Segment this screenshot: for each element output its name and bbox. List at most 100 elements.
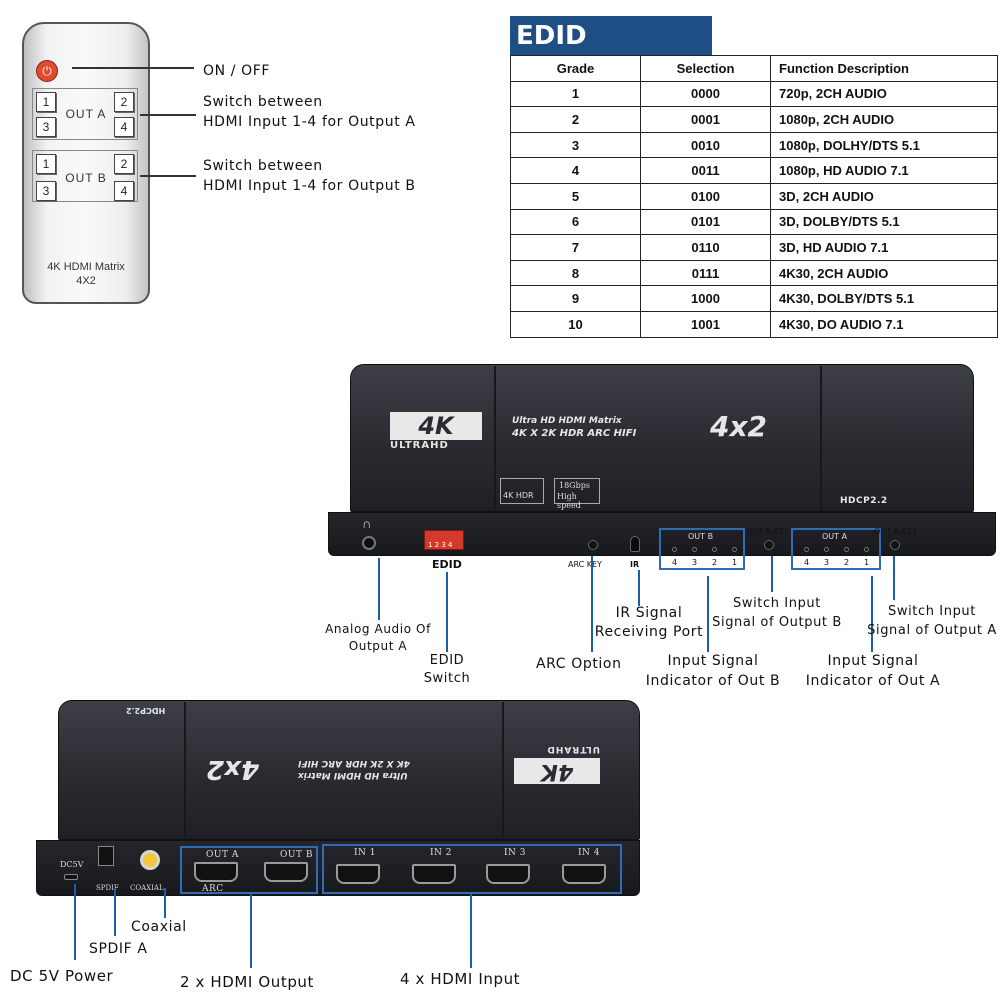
remote-out-b-button-1[interactable]: 1 — [36, 154, 56, 174]
front-4k-logo: 4K — [390, 412, 482, 440]
edid-cell-selection: 0100 — [640, 182, 771, 210]
remote-out-b-button-4[interactable]: 4 — [114, 181, 134, 201]
remote-out-b-label: OUT B — [65, 171, 107, 185]
remote-out-b-group: 1 2 3 4 OUT B — [32, 150, 138, 202]
back-product-line2: 4K X 2K HDR ARC HIFI — [298, 758, 410, 768]
remote-out-b-button-3[interactable]: 3 — [36, 181, 56, 201]
hdmi-input-2-port[interactable] — [412, 864, 456, 884]
edid-cell-selection: 0011 — [640, 157, 771, 184]
back-out-a-label: OUT A — [206, 850, 239, 860]
callout-line-switch-b — [771, 556, 773, 592]
callout-input-b-line1: Input Signal — [667, 653, 759, 669]
dc-power-port[interactable] — [64, 874, 78, 880]
callout-switch-b-line1: Switch Input — [733, 596, 821, 611]
callout-analog-audio-line2: Output A — [348, 639, 408, 653]
out-a-key-button[interactable] — [890, 540, 900, 550]
remote-out-a-button-1[interactable]: 1 — [36, 92, 56, 112]
hdmi-output-b-port[interactable] — [264, 862, 308, 882]
remote-out-a-button-4[interactable]: 4 — [114, 117, 134, 137]
front-ultrahd-label: ULTRAHD — [390, 440, 449, 451]
back-coaxial-label: COAXIAL — [130, 884, 164, 892]
callout-line-input-b — [707, 576, 709, 652]
remote-out-a-button-2[interactable]: 2 — [114, 92, 134, 112]
edid-dip-switch[interactable]: 1 2 3 4 — [424, 530, 464, 550]
out-a-led-num-4: 4 — [804, 558, 810, 567]
front-product-model: 4x2 — [710, 410, 768, 443]
callout-line-on-off — [72, 67, 194, 69]
out-b-led-num-3: 3 — [692, 558, 698, 567]
edid-cell-selection: 0101 — [640, 208, 771, 236]
callout-switch-a-line1: Switch Input — [888, 604, 976, 619]
callout-line-analog-audio — [378, 558, 380, 620]
hdmi-input-3-port[interactable] — [486, 864, 530, 884]
back-in3-label: IN 3 — [504, 848, 527, 858]
out-b-led-1 — [732, 547, 737, 552]
callout-on-off: ON / OFF — [203, 63, 271, 79]
back-product-model: 4x2 — [206, 754, 259, 784]
remote-model-line1: 4K HDMI Matrix — [47, 261, 125, 273]
edid-cell-description: 4K30, DO AUDIO 7.1 — [770, 310, 998, 338]
callout-line-input-a — [871, 576, 873, 652]
remote-out-b-button-2[interactable]: 2 — [114, 154, 134, 174]
callout-hdmi-output: 2 x HDMI Output — [180, 973, 315, 991]
front-hdcp-label: HDCP2.2 — [840, 496, 888, 506]
edid-title: EDID Setting: — [510, 16, 712, 91]
hdmi-output-highlight — [180, 846, 318, 894]
front-ir-label: IR — [630, 560, 640, 569]
front-badge-4k-hdr: 4K HDR — [500, 478, 544, 504]
back-hdcp-label: HDCP2.2 — [126, 706, 166, 715]
callout-switch-b-line2: HDMI Input 1-4 for Output B — [203, 178, 416, 194]
power-button[interactable]: ⏻ — [36, 60, 58, 82]
callout-input-a-line1: Input Signal — [827, 653, 919, 669]
out-b-key-button[interactable] — [764, 540, 774, 550]
device-front: 4K ULTRAHD Ultra HD HDMI Matrix 4K X 2K … — [328, 364, 996, 571]
callout-switch-b-line2: Signal of Output B — [712, 615, 842, 630]
callout-line-switch-b — [140, 175, 196, 177]
callout-input-a-line2: Indicator of Out A — [805, 673, 941, 689]
edid-cell-grade: 6 — [510, 208, 641, 236]
back-ultrahd-label: ULTRAHD — [546, 744, 600, 754]
edid-cell-description: 3D, 2CH AUDIO — [770, 182, 998, 210]
hdmi-input-4-port[interactable] — [562, 864, 606, 884]
hdmi-output-a-port[interactable] — [194, 862, 238, 882]
callout-line-arc — [591, 556, 593, 652]
callout-analog-audio: Analog Audio Of Output A — [318, 621, 438, 655]
callout-edid-line2: Switch — [423, 671, 471, 686]
edid-cell-selection: 1001 — [640, 310, 771, 338]
edid-cell-grade: 9 — [510, 285, 641, 312]
analog-audio-jack[interactable] — [362, 536, 376, 550]
device-front-seam-right — [820, 366, 822, 510]
edid-cell-grade: 10 — [510, 310, 641, 338]
back-in1-label: IN 1 — [354, 848, 377, 858]
remote-model-line2: 4X2 — [76, 275, 96, 287]
spdif-port[interactable] — [98, 846, 114, 866]
remote-out-a-button-3[interactable]: 3 — [36, 117, 56, 137]
edid-header-grade: Grade — [510, 55, 641, 82]
back-spdif-label: SPDIF — [96, 884, 119, 892]
edid-cell-selection: 0110 — [640, 234, 771, 261]
out-b-led-num-4: 4 — [672, 558, 678, 567]
edid-cell-selection: 0000 — [640, 80, 771, 108]
callout-edid-line1: EDID — [429, 653, 465, 668]
callout-input-b-line2: Indicator of Out B — [645, 673, 781, 689]
coaxial-port[interactable] — [140, 850, 160, 870]
edid-cell-description: 1080p, HD AUDIO 7.1 — [770, 157, 998, 184]
callout-line-edid — [446, 572, 448, 652]
arc-key-button[interactable] — [588, 540, 598, 550]
edid-cell-selection: 1000 — [640, 285, 771, 312]
edid-cell-grade: 3 — [510, 131, 641, 159]
hdmi-input-1-port[interactable] — [336, 864, 380, 884]
callout-input-a: Input Signal Indicator of Out A — [798, 651, 948, 691]
callout-line-hdmi-output — [250, 894, 252, 968]
callout-switch-a: Switch Input Signal of Output A — [864, 602, 1000, 640]
callout-edid-switch: EDID Switch — [407, 652, 487, 688]
edid-header-row: Grade Selection Function Description — [510, 55, 998, 82]
headphone-icon: ∩ — [362, 516, 372, 531]
front-edid-label: EDID — [432, 558, 462, 571]
